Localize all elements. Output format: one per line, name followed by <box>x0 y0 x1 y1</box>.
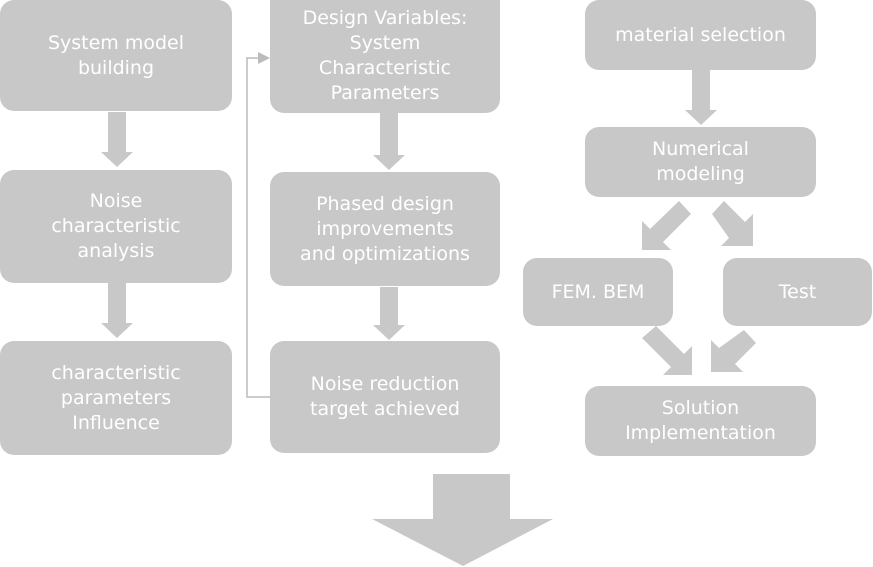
arrow-design-to-phased <box>373 113 405 170</box>
label-param-influence: characteristic parameters Influence <box>51 361 181 434</box>
box-fem-bem: FEM. BEM <box>523 258 673 326</box>
label-phased-design: Phased design improvements and optimizat… <box>300 192 470 265</box>
arrow-material-to-numerical <box>685 70 717 125</box>
box-param-influence: characteristic parameters Influence <box>0 341 232 455</box>
label-test: Test <box>778 280 817 303</box>
arrow-phased-to-target <box>373 287 405 340</box>
box-target-achieved: Noise reduction target achieved <box>270 341 500 453</box>
arrow-fem-to-solution <box>642 326 692 375</box>
label-system-model: System model building <box>47 31 185 79</box>
arrow-noise-to-params <box>101 283 133 338</box>
box-test: Test <box>723 258 872 326</box>
feedback-loop-arrowhead <box>258 52 270 64</box>
box-solution-implementation: Solution Implementation <box>585 386 816 456</box>
big-down-arrow <box>372 474 553 566</box>
arrow-test-to-solution <box>711 330 756 372</box>
box-numerical-modeling: Numerical modeling <box>585 127 816 197</box>
label-material-selection: material selection <box>615 23 786 46</box>
box-system-model: System model building <box>0 0 232 111</box>
label-numerical-modeling: Numerical modeling <box>652 138 749 185</box>
arrow-numerical-to-test <box>712 201 753 246</box>
arrow-system-to-noise <box>101 112 133 167</box>
feedback-loop-line <box>246 57 270 398</box>
label-fem-bem: FEM. BEM <box>551 280 645 303</box>
box-noise-analysis: Noise characteristic analysis <box>0 170 232 283</box>
box-material-selection: material selection <box>585 0 816 70</box>
box-phased-design: Phased design improvements and optimizat… <box>270 172 500 286</box>
box-design-variables: Design Variables: System Characteristic … <box>270 0 500 113</box>
label-design-variables: Design Variables: System Characteristic … <box>302 7 468 104</box>
arrow-numerical-to-fem <box>642 201 691 250</box>
label-target-achieved: Noise reduction target achieved <box>310 373 460 420</box>
label-solution-implementation: Solution Implementation <box>625 397 776 444</box>
label-noise-analysis: Noise characteristic analysis <box>51 190 181 262</box>
